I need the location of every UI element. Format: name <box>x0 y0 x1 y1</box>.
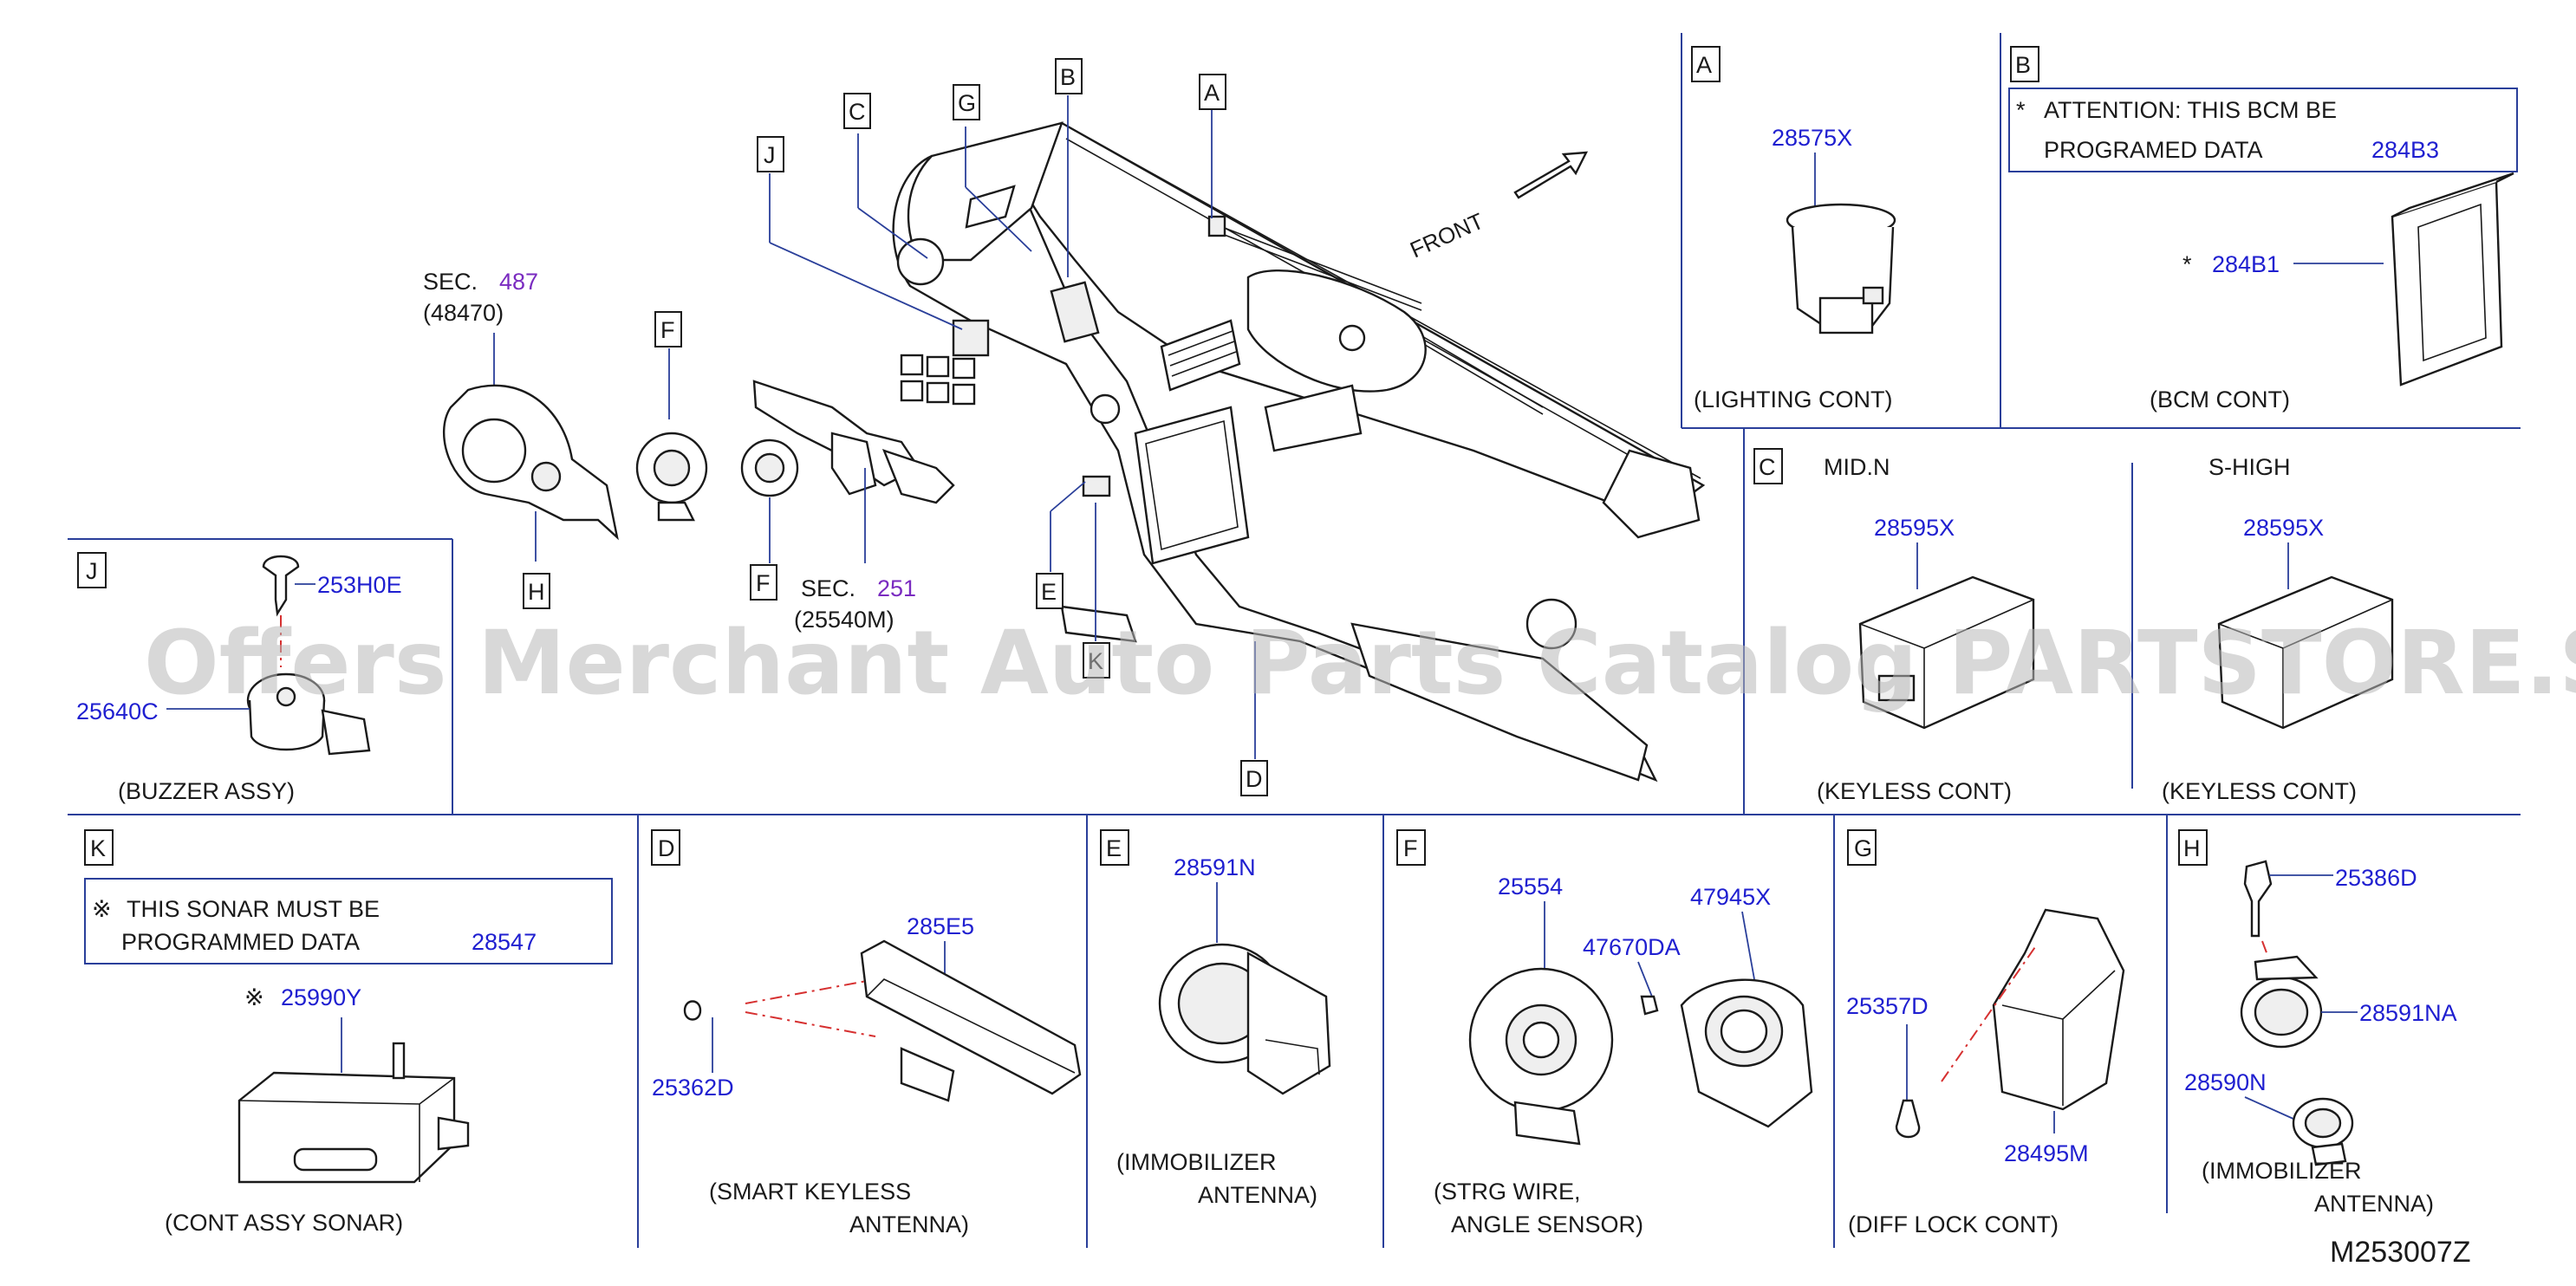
panel-k-caption: (CONT ASSY SONAR) <box>165 1210 403 1236</box>
panel-e-caption-line2: ANTENNA) <box>1198 1182 1317 1208</box>
panel-c-label-right: S-HIGH <box>2208 454 2291 480</box>
panel-g-part-a: 25357D <box>1846 993 1929 1019</box>
panel-c-letter: C <box>1759 454 1776 480</box>
panel-f-part-a: 25554 <box>1498 874 1563 900</box>
panel-g-letter: G <box>1854 835 1872 861</box>
panel-a: A 28575X (LIGHTING CONT) <box>1691 46 1896 412</box>
panel-k-part: 25990Y <box>281 984 361 1010</box>
panel-j: J 253H0E 25640C (BUZZER ASSY) <box>76 552 402 804</box>
sec487-number: 487 <box>499 269 538 295</box>
panel-j-caption: (BUZZER ASSY) <box>118 778 295 804</box>
steering-column-cover: SEC. 487 (48470) <box>423 269 619 562</box>
panel-g-part-b: 28495M <box>2004 1140 2089 1166</box>
panel-e-caption-line1: (IMMOBILIZER <box>1116 1149 1277 1175</box>
sec251-number: 251 <box>877 575 916 601</box>
panel-h-part-c: 28590N <box>2184 1069 2267 1095</box>
panel-e-part: 28591N <box>1174 854 1256 880</box>
panel-k: K ※ THIS SONAR MUST BE PROGRAMMED DATA 2… <box>84 829 613 1236</box>
callout-k: K <box>1088 648 1103 674</box>
panel-h-caption-line1: (IMMOBILIZER <box>2202 1158 2362 1184</box>
sec487-prefix: SEC. <box>423 269 478 295</box>
front-direction-indicator: FRONT <box>1406 151 1589 263</box>
panel-b-note-star: * <box>2016 97 2026 123</box>
callout-f-upper: F <box>660 317 675 343</box>
front-label: FRONT <box>1406 208 1487 263</box>
panel-h-part-a: 25386D <box>2335 865 2417 891</box>
panel-b: B * ATTENTION: THIS BCM BE PROGRAMED DAT… <box>2008 46 2518 412</box>
panel-d-caption-line1: (SMART KEYLESS <box>709 1179 911 1205</box>
panel-f-caption-line2: ANGLE SENSOR) <box>1451 1211 1643 1237</box>
sec251-label: SEC. 251 (25540M) <box>794 575 916 633</box>
panel-c-caption-left: (KEYLESS CONT) <box>1817 778 2012 804</box>
panel-d-part-top: 285E5 <box>907 913 974 939</box>
panel-b-letter: B <box>2015 52 2031 78</box>
sec251-sub: (25540M) <box>794 607 894 633</box>
panel-b-caption: (BCM CONT) <box>2150 386 2290 412</box>
panel-b-part-star: * <box>2182 251 2192 277</box>
callout-e: E <box>1041 579 1057 605</box>
panel-b-note-part: 284B3 <box>2371 137 2439 163</box>
panel-c-caption-right: (KEYLESS CONT) <box>2162 778 2357 804</box>
watermark-text: Offers Merchant Auto Parts Catalog PARTS… <box>144 612 2576 715</box>
callout-g: G <box>958 90 976 116</box>
callout-c: C <box>849 99 866 125</box>
panel-f-letter: F <box>1403 835 1418 861</box>
panel-e: E 28591N (IMMOBILIZER ANTENNA) <box>1100 829 1331 1208</box>
panel-separators <box>68 33 2521 1248</box>
callout-f-lower: F <box>756 570 771 596</box>
panel-b-part: 284B1 <box>2212 251 2280 277</box>
instrument-panel-assembly <box>892 121 1706 783</box>
sec487-sub: (48470) <box>423 300 504 326</box>
panel-k-letter: K <box>90 835 106 861</box>
panel-f-part-b: 47670DA <box>1583 934 1681 960</box>
callout-leaders <box>769 95 1256 759</box>
panel-f-caption-line1: (STRG WIRE, <box>1434 1179 1581 1205</box>
panel-j-part-left: 25640C <box>76 698 159 724</box>
panel-a-letter: A <box>1696 52 1712 78</box>
panel-b-note-line2: PROGRAMED DATA <box>2044 137 2263 163</box>
figure-code: M253007Z <box>2330 1236 2471 1269</box>
callout-b: B <box>1060 64 1076 90</box>
panel-d-part-left: 25362D <box>652 1075 734 1101</box>
sec251-prefix: SEC. <box>801 575 855 601</box>
panel-d: D 285E5 25362D (SMART KEYLESS ANTENNA) <box>651 829 1082 1237</box>
panel-c-label-left: MID.N <box>1824 454 1890 480</box>
panel-a-part: 28575X <box>1772 125 1852 151</box>
panel-k-part-mark: ※ <box>244 984 264 1010</box>
panel-d-letter: D <box>658 835 675 861</box>
panel-c: C MID.N S-HIGH 28595X 28595X (KEYLESS CO… <box>1753 448 2394 804</box>
panel-h: H 25386D 28591NA 28590N (IMMOBILIZER ANT… <box>2178 829 2457 1217</box>
panel-e-letter: E <box>1106 835 1122 861</box>
panel-a-caption: (LIGHTING CONT) <box>1694 386 1893 412</box>
panel-f: F 25554 47670DA 47945X (STRG WIRE, ANGLE… <box>1396 829 1813 1237</box>
main-callouts: A B G C J F F H E K D <box>523 58 1268 796</box>
callout-a: A <box>1204 80 1220 106</box>
panel-k-note-mark: ※ <box>92 896 112 922</box>
callout-h: H <box>528 579 545 605</box>
panel-k-note-line2: PROGRAMMED DATA <box>121 929 360 955</box>
panel-g-caption: (DIFF LOCK CONT) <box>1848 1211 2059 1237</box>
panel-b-note-line1: ATTENTION: THIS BCM BE <box>2044 97 2337 123</box>
panel-h-part-b: 28591NA <box>2359 1000 2457 1026</box>
panel-h-caption-line2: ANTENNA) <box>2314 1191 2434 1217</box>
panel-k-note-part: 28547 <box>472 929 537 955</box>
panel-j-part-top: 253H0E <box>317 572 402 598</box>
callout-d: D <box>1246 766 1263 792</box>
panel-c-part-right: 28595X <box>2243 515 2324 541</box>
combination-switch-group <box>635 348 955 563</box>
panel-g: G 25357D 28495M (DIFF LOCK CONT) <box>1846 829 2125 1237</box>
callout-j: J <box>764 142 776 168</box>
panel-d-caption-line2: ANTENNA) <box>849 1211 969 1237</box>
panel-k-note-line1: THIS SONAR MUST BE <box>127 896 380 922</box>
panel-c-part-left: 28595X <box>1874 515 1955 541</box>
panel-h-letter: H <box>2183 835 2201 861</box>
panel-f-part-c: 47945X <box>1690 884 1771 910</box>
panel-j-letter: J <box>86 558 98 584</box>
